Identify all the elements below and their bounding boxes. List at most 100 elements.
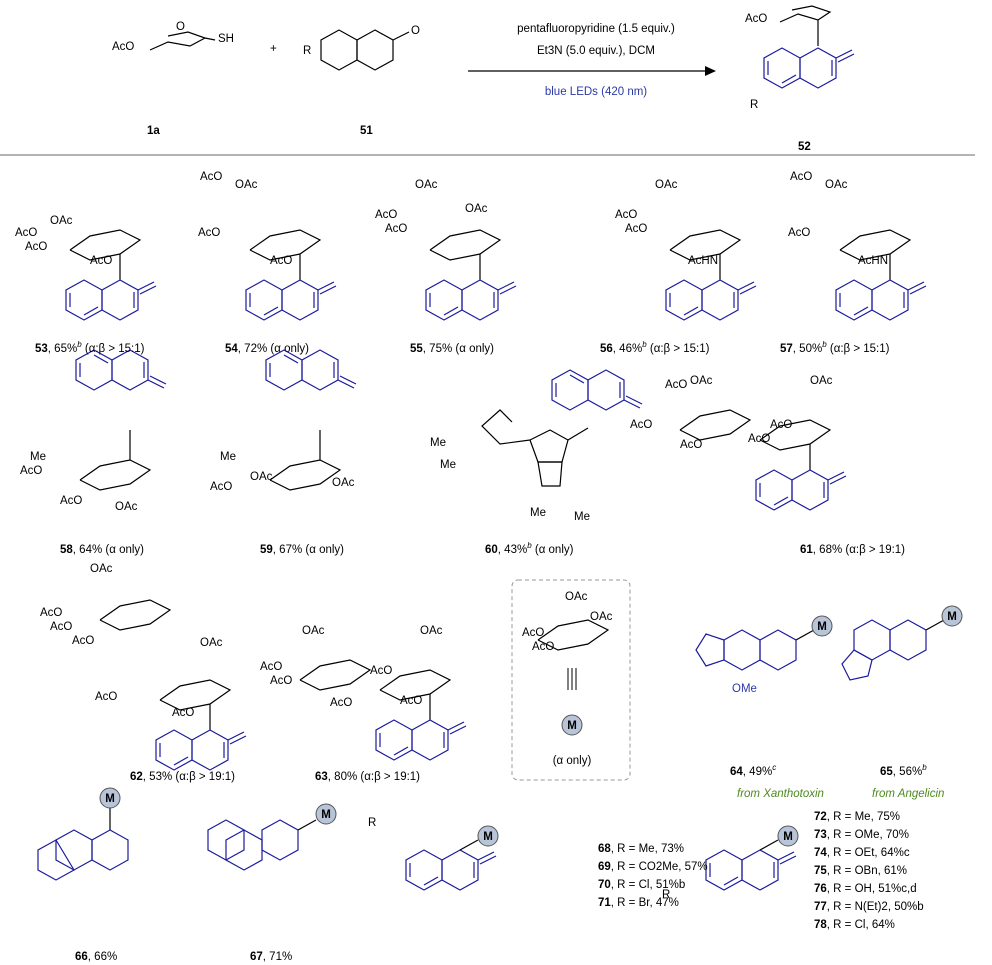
aco-label: AcO [665, 379, 687, 391]
compound-label-51: 51 [360, 125, 373, 137]
oac-label: OAc [302, 625, 325, 637]
caption-67: 67, 71% [250, 951, 292, 963]
m-placeholder-label: M [783, 831, 793, 843]
oac-label: OAc [825, 179, 848, 191]
compound-label-1a: 1a [147, 125, 160, 137]
aco-label: AcO [40, 607, 62, 619]
aco-label: AcO [15, 227, 37, 239]
oac-label: OAc [250, 471, 273, 483]
structure-57: AcO OAc AcO AcHN [788, 171, 927, 321]
aco-label: AcO [200, 171, 222, 183]
me-label: Me [30, 451, 46, 463]
oac-label: OAc [50, 215, 73, 227]
series-entry-78: 78, R = Cl, 64% [814, 919, 895, 931]
structure-56: OAc AcO AcO AcHN [615, 179, 757, 321]
caption-62: 62, 53% (α:β > 19:1) [130, 771, 235, 783]
structure-60: Me Me Me Me [430, 369, 643, 523]
source-note-p64: from Xanthotoxin [737, 788, 824, 800]
structure-59: Me AcO OAc OAc [210, 349, 357, 493]
aco-label: AcO [90, 255, 112, 267]
oac-label: OAc [332, 477, 355, 489]
thiol-label: SH [218, 33, 234, 45]
product-52: AcO R [745, 5, 855, 111]
product-acetoxy-label: AcO [745, 13, 767, 25]
series-entry-75: 75, R = OBn, 61% [814, 865, 907, 877]
structure-55: OAc OAc AcO AcO [375, 179, 517, 321]
aco-label: AcO [270, 675, 292, 687]
structure-63: OAc AcO AcO AcO AcO OAc AcO [260, 625, 467, 761]
caption-53: 53, 65%b (α:β > 15:1) [35, 340, 145, 355]
r-group-label: R [303, 45, 311, 57]
oac-label: OAc [690, 375, 713, 387]
achn-label: AcHN [688, 255, 718, 267]
me-label: Me [440, 459, 456, 471]
series-entry-70: 70, R = Cl, 51%b [598, 879, 685, 891]
caption-65: 65, 56%b [880, 763, 927, 778]
aco-label: AcO [625, 223, 647, 235]
legend-note: (α only) [553, 755, 592, 767]
aco-label: AcO [60, 495, 82, 507]
aco-label: AcO [400, 695, 422, 707]
caption-60: 60, 43%b (α only) [485, 541, 574, 556]
aco-label: AcO [25, 241, 47, 253]
structure-67: M [207, 803, 337, 871]
caption-55: 55, 75% (α only) [410, 343, 494, 355]
m-placeholder-label: M [817, 621, 827, 633]
product-r-label: R [750, 99, 758, 111]
structure-66: M [37, 787, 129, 881]
legend-box: OAc OAc AcO AcO M (α only) [511, 579, 631, 781]
aco-label: AcO [788, 227, 810, 239]
structure-72-78: M R [662, 825, 799, 901]
caption-59: 59, 67% (α only) [260, 544, 344, 556]
oac-label: OAc [90, 563, 113, 575]
me-label: Me [430, 437, 446, 449]
r-group-label: R [662, 889, 670, 901]
achn-label: AcHN [858, 255, 888, 267]
caption-58: 58, 64% (α only) [60, 544, 144, 556]
aco-label: AcO [385, 223, 407, 235]
carbonyl-o-label: O [411, 25, 420, 37]
series-entry-74: 74, R = OEt, 64%c [814, 847, 910, 859]
aco-label: AcO [20, 465, 42, 477]
compound-captions: 53, 65%b (α:β > 15:1) 54, 72% (α only) 55,… [35, 340, 944, 963]
starting-material-1a: AcO SH O [112, 21, 234, 53]
aco-label: AcO [370, 665, 392, 677]
oac-label: OAc [420, 625, 443, 637]
r-group-label: R [368, 817, 376, 829]
oac-label: OAc [465, 203, 488, 215]
structure-58: Me AcO AcO OAc [20, 349, 167, 513]
structure-53: OAc AcO AcO AcO [15, 215, 157, 321]
structure-68-71: M R [368, 817, 499, 891]
aco-label: AcO [748, 433, 770, 445]
m-placeholder-label: M [105, 793, 115, 805]
series-entry-72: 72, R = Me, 75% [814, 811, 900, 823]
aco-label: AcO [172, 707, 194, 719]
compound-label-52: 52 [798, 141, 811, 153]
aco-label: AcO [210, 481, 232, 493]
series-entry-76: 76, R = OH, 51%c,d [814, 883, 917, 895]
caption-57: 57, 50%b (α:β > 15:1) [780, 340, 890, 355]
ome-label: OMe [732, 683, 757, 695]
caption-64: 64, 49%c [730, 763, 776, 778]
m-placeholder-label: M [483, 831, 493, 843]
aco-label: AcO [198, 227, 220, 239]
starting-material-51: R O [303, 25, 420, 71]
ring-oxygen-label: O [176, 21, 185, 33]
aco-label: AcO [50, 621, 72, 633]
oac-label: OAc [415, 179, 438, 191]
reagent-line-1: pentafluoropyridine (1.5 equiv.) [517, 23, 675, 35]
oac-label: OAc [810, 375, 833, 387]
m-placeholder-label: M [947, 611, 957, 623]
caption-54: 54, 72% (α only) [225, 343, 309, 355]
me-label: Me [574, 511, 590, 523]
structure-64: M OMe [695, 615, 833, 695]
aco-label: AcO [522, 627, 544, 639]
aco-label: AcO [72, 635, 94, 647]
caption-61: 61, 68% (α:β > 19:1) [800, 544, 905, 556]
aco-label: AcO [532, 641, 554, 653]
structure-62: OAc AcO AcO AcO OAc AcO AcO [40, 563, 247, 771]
series-entry-68: 68, R = Me, 73% [598, 843, 684, 855]
series-entry-71: 71, R = Br, 47% [598, 897, 679, 909]
series-entry-77: 77, R = N(Et)2, 50%b [814, 901, 924, 913]
